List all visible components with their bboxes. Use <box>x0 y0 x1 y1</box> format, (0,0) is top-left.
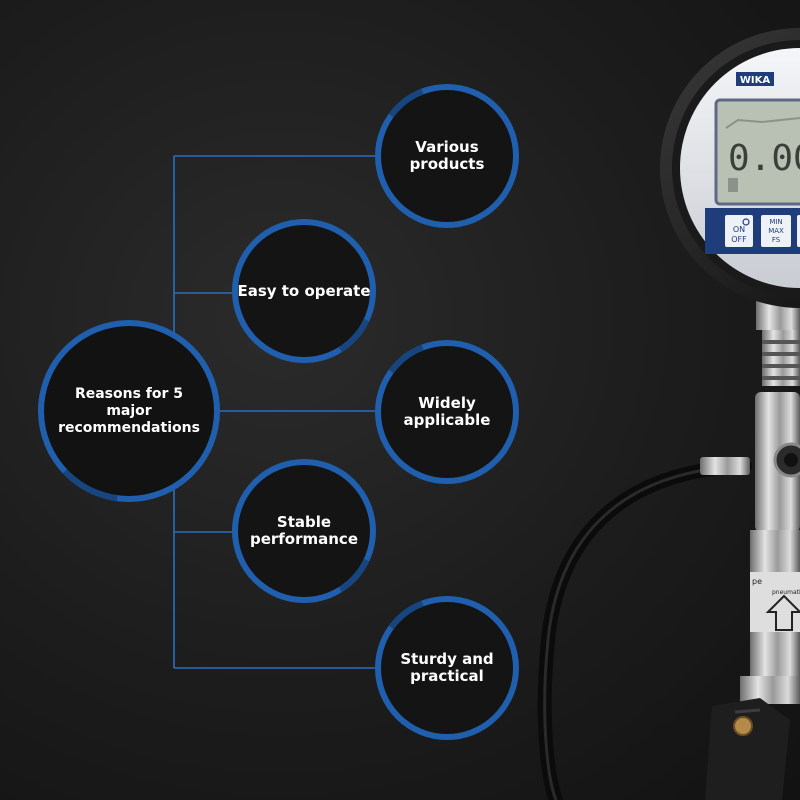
brand-text: WIKA <box>740 75 771 86</box>
lcd-reading: 0.00 <box>728 138 800 179</box>
min-max-label: MIN <box>769 218 782 226</box>
on-off-button[interactable] <box>723 213 755 249</box>
reason-ring-2 <box>232 219 376 363</box>
reason-ring-4 <box>232 459 376 603</box>
min-max-button[interactable] <box>759 213 793 249</box>
body-label-2: pneumatic <box>772 589 800 596</box>
reason-ring-5 <box>375 596 519 740</box>
center-ring <box>38 320 220 502</box>
svg-text:MAX: MAX <box>768 227 784 235</box>
handle-screw <box>733 716 753 736</box>
pump-handle <box>705 698 790 800</box>
reason-label-various-products: Various products <box>409 138 485 173</box>
on-off-label: ON <box>733 225 745 234</box>
reason-label-easy-to-operate: Easy to operate <box>237 281 371 300</box>
reason-ring-1 <box>375 84 519 228</box>
reason-label-stable-performance: Stable performance <box>249 513 359 548</box>
hose-coupling <box>700 457 750 475</box>
reason-label-widely-applicable: Widely applicable <box>403 394 491 429</box>
brand-badge <box>736 72 774 86</box>
center-label: Reasons for 5 major recommendations <box>58 385 200 436</box>
reason-ring-3 <box>375 340 519 484</box>
svg-text:OFF: OFF <box>731 235 747 244</box>
body-label-1: pe <box>752 577 762 586</box>
svg-text:FS: FS <box>772 236 781 244</box>
lcd-display <box>714 98 800 206</box>
reason-label-sturdy-and-practical: Sturdy and practical <box>400 650 494 685</box>
